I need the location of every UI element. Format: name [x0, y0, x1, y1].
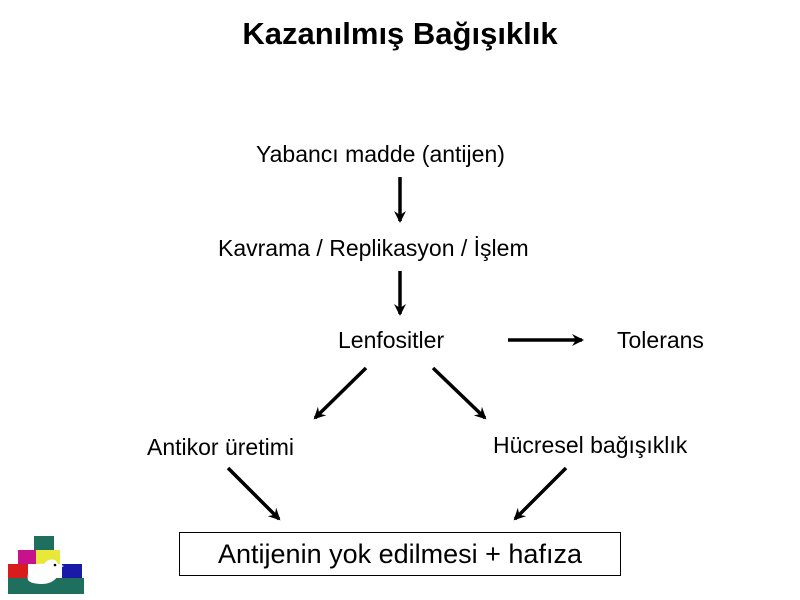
node-lymphocytes: Lenfositler — [338, 327, 445, 353]
arrow-lymphocytes-to-antibody — [313, 366, 368, 420]
arrow-antibody-to-result — [226, 466, 281, 521]
arrow-lymphocytes-to-cellular — [431, 366, 487, 420]
node-tolerance: Tolerans — [617, 327, 704, 353]
result-box: Antijenin yok edilmesi + hafıza — [179, 532, 621, 576]
node-processing: Kavrama / Replikasyon / İşlem — [218, 235, 529, 261]
node-antibody-production: Antikor üretimi — [147, 434, 294, 460]
arrow-cellular-to-result — [513, 466, 568, 521]
node-cellular-immunity: Hücresel bağışıklık — [493, 432, 688, 458]
slide-title: Kazanılmış Bağışıklık — [242, 16, 558, 51]
bird-on-bricks-logo-icon — [8, 536, 84, 594]
node-antigen: Yabancı madde (antijen) — [256, 141, 505, 167]
